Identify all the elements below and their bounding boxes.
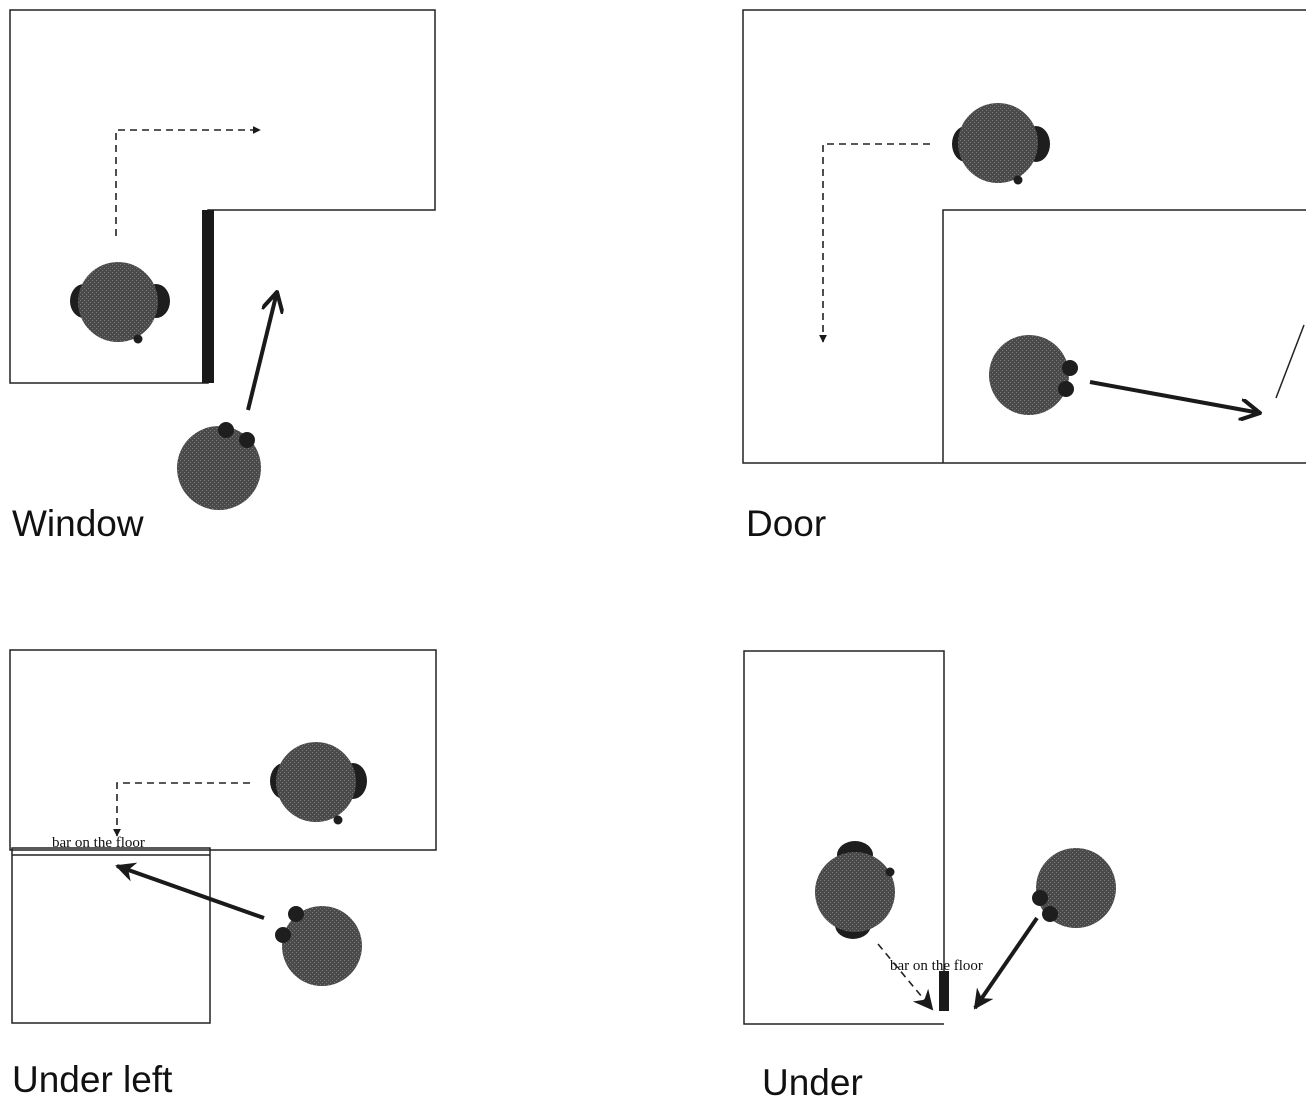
under-figure-inside [815,841,895,939]
under-bar-label: bar on the floor [890,958,983,974]
under-left-figure-upper [270,742,367,825]
under-left-upper-room-outline [9,649,437,851]
door-inner-room-outline [942,209,1306,463]
window-figure-outside [177,422,261,510]
under-left-lower-room-outline [11,847,211,1024]
caption-window: Window [12,503,144,544]
under-left-approach-arrow [115,862,265,920]
under-figure-outside [1032,848,1116,928]
under-left-figure-outside [275,906,362,986]
door-outer-room-outline [742,9,1306,464]
window-approach-arrow [246,292,277,411]
door-figure-upper [952,103,1050,185]
panel-under-left: bar on the floor Under left [9,649,437,1099]
under-left-bar-label: bar on the floor [52,835,145,851]
window-figure-inside [70,262,170,344]
under-room-outline [743,650,945,1025]
panel-door: Door [742,9,1306,544]
panel-under: bar on the floor Under [743,650,1116,1099]
door-approach-arrow [1089,380,1260,413]
panel-window: Window [9,9,436,544]
door-figure-inside [989,335,1078,415]
window-room-outline [9,9,436,384]
window-dashed-path [115,126,261,236]
caption-under: Under [762,1062,863,1099]
window-opening [202,210,214,383]
under-approach-arrow [973,916,1039,1010]
caption-under-left: Under left [12,1059,173,1099]
under-dashed-path [877,943,934,1011]
door-dashed-path [819,143,930,343]
under-left-dashed-path [113,782,250,837]
door-leaf [1275,324,1305,399]
under-bar [939,971,949,1011]
caption-door: Door [746,503,826,544]
